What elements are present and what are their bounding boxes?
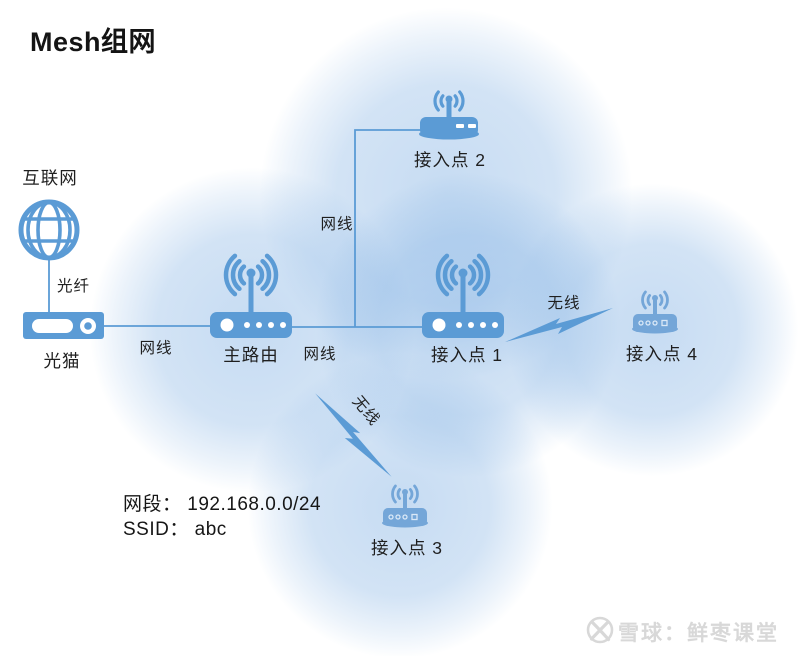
- cable-label-router-ap1: 网线: [303, 346, 337, 363]
- cable-router-to-ap2-line: [354, 129, 422, 327]
- ap3-label: 接入点 3: [370, 538, 444, 558]
- network-config-text: 网段： 192.168.0.0/24 SSID： abc: [123, 492, 321, 542]
- cable-label-modem-router: 网线: [139, 340, 173, 357]
- ssid-line: SSID： abc: [123, 519, 227, 540]
- ap1-label: 接入点 1: [430, 345, 504, 365]
- snowball-logo-icon: [586, 616, 614, 644]
- fiber-link-label: 光纤: [57, 278, 91, 295]
- modem-label: 光猫: [43, 351, 81, 371]
- ap4-label: 接入点 4: [625, 344, 699, 364]
- globe-icon: [18, 199, 80, 261]
- internet-label: 互联网: [22, 168, 78, 188]
- modem-icon: [23, 312, 104, 339]
- cable-label-router-ap2: 网线: [320, 216, 354, 233]
- wifi-router-icon-ap1: [422, 256, 504, 338]
- main-router-label: 主路由: [223, 345, 279, 365]
- wireless-label-ap1-ap4: 无线: [547, 295, 581, 312]
- page-title: Mesh组网: [30, 27, 157, 57]
- wifi-router-icon-main: [210, 256, 292, 338]
- access-point-icon-ap3: [380, 484, 430, 529]
- ap2-label: 接入点 2: [413, 150, 487, 170]
- access-point-icon-ap4: [630, 290, 680, 335]
- access-point-icon-ap2: [417, 90, 481, 142]
- watermark-text: 雪球：鲜枣课堂: [618, 622, 779, 645]
- subnet-line: 网段： 192.168.0.0/24: [123, 494, 322, 515]
- lightning-bolt-icon-router-ap3: [315, 379, 392, 492]
- lightning-bolt-icon-ap1-ap4: [505, 308, 613, 342]
